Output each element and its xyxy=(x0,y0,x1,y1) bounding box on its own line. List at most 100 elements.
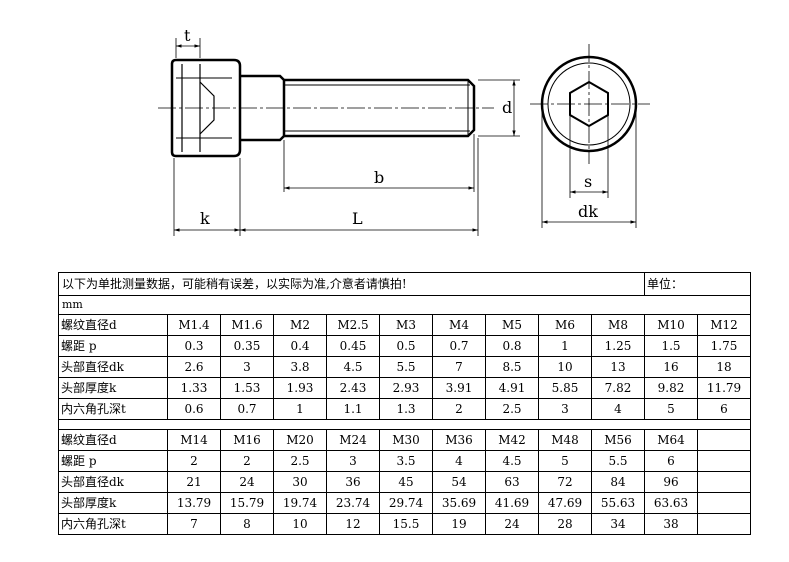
row-label: 内六角孔深t xyxy=(58,398,168,420)
table-cell: M16 xyxy=(220,429,274,451)
table-cell: M14 xyxy=(167,429,221,451)
table-cell: 55.63 xyxy=(591,492,645,514)
table-cell: 2.6 xyxy=(167,356,221,378)
table-cell: 2.43 xyxy=(326,377,380,399)
table-cell: 72 xyxy=(538,471,592,493)
table-cell xyxy=(697,450,751,472)
table-cell: M24 xyxy=(326,429,380,451)
table-cell: 2 xyxy=(167,450,221,472)
row-label: 螺纹直径d xyxy=(58,429,168,451)
unit-value: mm xyxy=(58,295,751,315)
table-cell: 15.79 xyxy=(220,492,274,514)
table-cell: 2.5 xyxy=(485,398,539,420)
table-cell: M30 xyxy=(379,429,433,451)
table-cell: 1.1 xyxy=(326,398,380,420)
table-cell: 38 xyxy=(644,513,698,535)
table-cell: 63 xyxy=(485,471,539,493)
table-cell: 13 xyxy=(591,356,645,378)
table-cell: M2 xyxy=(273,314,327,336)
table-cell: 6 xyxy=(697,398,751,420)
table-cell: 0.3 xyxy=(167,335,221,357)
table-cell: 2 xyxy=(220,450,274,472)
table-cell: 1 xyxy=(538,335,592,357)
table-cell: 29.74 xyxy=(379,492,433,514)
table-cell: 4 xyxy=(432,450,486,472)
table-cell: 36 xyxy=(326,471,380,493)
bolt-technical-drawing: t d b k L s dk xyxy=(158,26,650,236)
table-cell: 47.69 xyxy=(538,492,592,514)
notice-row: 以下为单批测量数据，可能稍有误差，以实际为准,介意者请慎拍! 单位： xyxy=(58,272,751,296)
table-cell: M4 xyxy=(432,314,486,336)
table-cell: 16 xyxy=(644,356,698,378)
table-cell: 18 xyxy=(697,356,751,378)
table-cell: 28 xyxy=(538,513,592,535)
table-cell: 34 xyxy=(591,513,645,535)
table-cell: 2.93 xyxy=(379,377,433,399)
table-cell: 1.93 xyxy=(273,377,327,399)
dim-k-L xyxy=(173,138,479,236)
row-label: 内六角孔深t xyxy=(58,513,168,535)
table-cell: 4.91 xyxy=(485,377,539,399)
table-cell: 0.5 xyxy=(379,335,433,357)
group-spacer xyxy=(58,419,751,430)
unit-label: 单位： xyxy=(644,272,751,296)
dim-L-label: L xyxy=(352,209,363,228)
table-cell: 9.82 xyxy=(644,377,698,399)
unit-row: mm xyxy=(58,295,751,315)
table-cell: 10 xyxy=(273,513,327,535)
table-cell: M1.6 xyxy=(220,314,274,336)
bolt-end-view xyxy=(530,44,650,164)
table-cell: 63.63 xyxy=(644,492,698,514)
table-cell: 7.82 xyxy=(591,377,645,399)
dim-k-label: k xyxy=(200,209,210,228)
table-cell: 1.3 xyxy=(379,398,433,420)
row-label: 螺距 p xyxy=(58,450,168,472)
table-cell: 5.85 xyxy=(538,377,592,399)
table-cell: M36 xyxy=(432,429,486,451)
dim-dk xyxy=(541,108,637,228)
table-cell xyxy=(697,471,751,493)
table-cell: 1.53 xyxy=(220,377,274,399)
table-cell: M56 xyxy=(591,429,645,451)
spec-table: 以下为单批测量数据，可能稍有误差，以实际为准,介意者请慎拍! 单位： mm 螺纹… xyxy=(58,272,751,535)
table-cell: 11.79 xyxy=(697,377,751,399)
table-cell: 19 xyxy=(432,513,486,535)
dim-t xyxy=(175,38,201,58)
table-cell: 3 xyxy=(326,450,380,472)
table-cell: 6 xyxy=(644,450,698,472)
table-cell: M48 xyxy=(538,429,592,451)
dim-b-label: b xyxy=(374,168,384,187)
notice-text: 以下为单批测量数据，可能稍有误差，以实际为准,介意者请慎拍! xyxy=(58,272,645,296)
table-cell: 3.8 xyxy=(273,356,327,378)
table-cell: 84 xyxy=(591,471,645,493)
table-cell: 30 xyxy=(273,471,327,493)
table-cell: M1.4 xyxy=(167,314,221,336)
table-cell: M10 xyxy=(644,314,698,336)
table-cell: 41.69 xyxy=(485,492,539,514)
table-cell xyxy=(697,429,751,451)
table-cell: 0.4 xyxy=(273,335,327,357)
table-cell: 5 xyxy=(538,450,592,472)
table-cell: M8 xyxy=(591,314,645,336)
table-cell: 8 xyxy=(220,513,274,535)
dim-b xyxy=(283,134,475,192)
row-label: 头部厚度k xyxy=(58,492,168,514)
table-cell: 3 xyxy=(538,398,592,420)
table-cell: 35.69 xyxy=(432,492,486,514)
bolt-shank xyxy=(284,78,476,138)
table-cell: 12 xyxy=(326,513,380,535)
table-cell: M20 xyxy=(273,429,327,451)
table-cell: 13.79 xyxy=(167,492,221,514)
table-cell: 7 xyxy=(432,356,486,378)
table-cell: 23.74 xyxy=(326,492,380,514)
table-cell: 24 xyxy=(220,471,274,493)
table-cell: M3 xyxy=(379,314,433,336)
